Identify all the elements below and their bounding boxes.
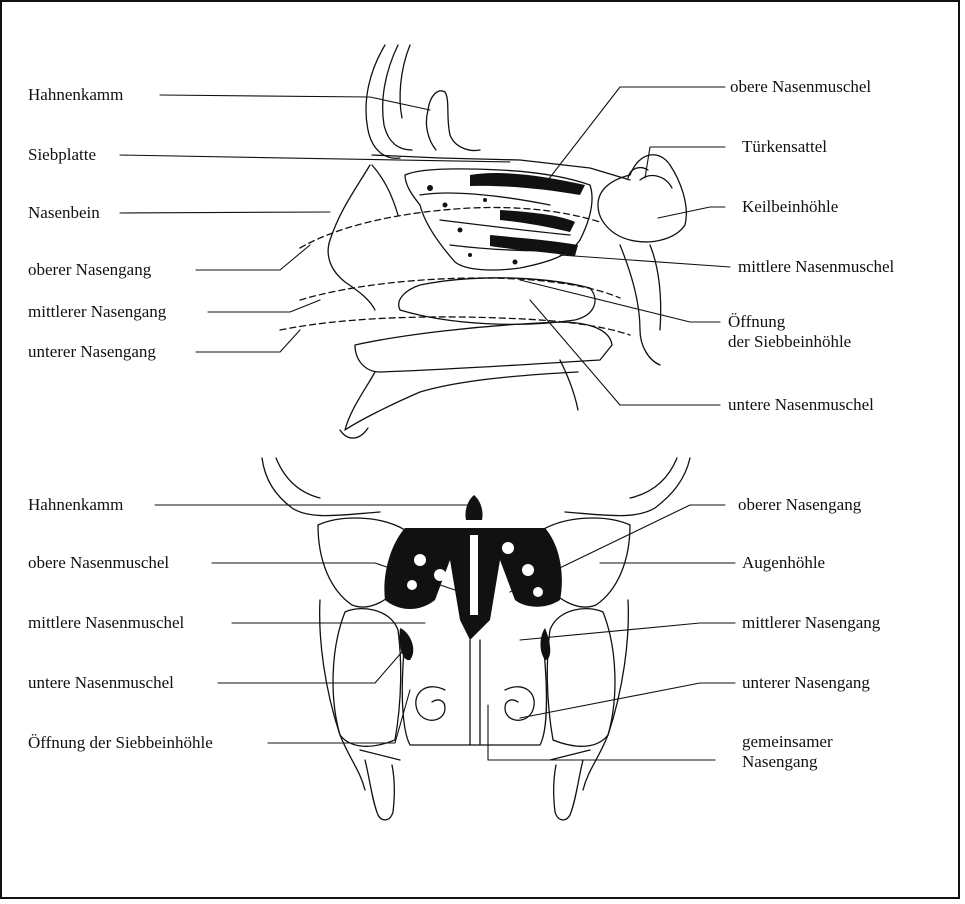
label-nasenbein: Nasenbein (28, 204, 100, 222)
label-keilbeinhoehle: Keilbeinhöhle (742, 198, 838, 216)
label-tuerkensattel: Türkensattel (742, 138, 827, 156)
label-mittlerer-nasengang-top: mittlerer Nasengang (28, 303, 166, 321)
label-mittlere-nasenmuschel-top: mittlere Nasenmuschel (738, 258, 894, 276)
label-siebplatte: Siebplatte (28, 146, 96, 164)
label-oberer-nasengang-top: oberer Nasengang (28, 261, 151, 279)
label-oeffnung-top-line2: der Siebbeinhöhle (728, 333, 851, 351)
label-mittlerer-nasengang-bottom: mittlerer Nasengang (742, 614, 880, 632)
label-oberer-nasengang-bottom: oberer Nasengang (738, 496, 861, 514)
label-unterer-nasengang-bottom: unterer Nasengang (742, 674, 870, 692)
label-augenhoehle: Augenhöhle (742, 554, 825, 572)
coronal-view (262, 458, 690, 820)
label-obere-nasenmuschel-top: obere Nasenmuschel (730, 78, 871, 96)
label-untere-nasenmuschel-bottom: untere Nasenmuschel (28, 674, 174, 692)
label-unterer-nasengang-top: unterer Nasengang (28, 343, 156, 361)
label-hahnenkamm-bottom: Hahnenkamm (28, 496, 123, 514)
label-hahnenkamm-top: Hahnenkamm (28, 86, 123, 104)
sagittal-view (280, 45, 686, 438)
label-obere-nasenmuschel-bottom: obere Nasenmuschel (28, 554, 169, 572)
label-oeffnung-bottom: Öffnung der Siebbeinhöhle (28, 734, 213, 752)
label-gemeinsamer-line1: gemeinsamer (742, 733, 833, 751)
label-oeffnung-top-line1: Öffnung (728, 313, 785, 331)
label-gemeinsamer-line2: Nasengang (742, 753, 818, 771)
label-mittlere-nasenmuschel-bottom: mittlere Nasenmuschel (28, 614, 184, 632)
label-untere-nasenmuschel-top: untere Nasenmuschel (728, 396, 874, 414)
